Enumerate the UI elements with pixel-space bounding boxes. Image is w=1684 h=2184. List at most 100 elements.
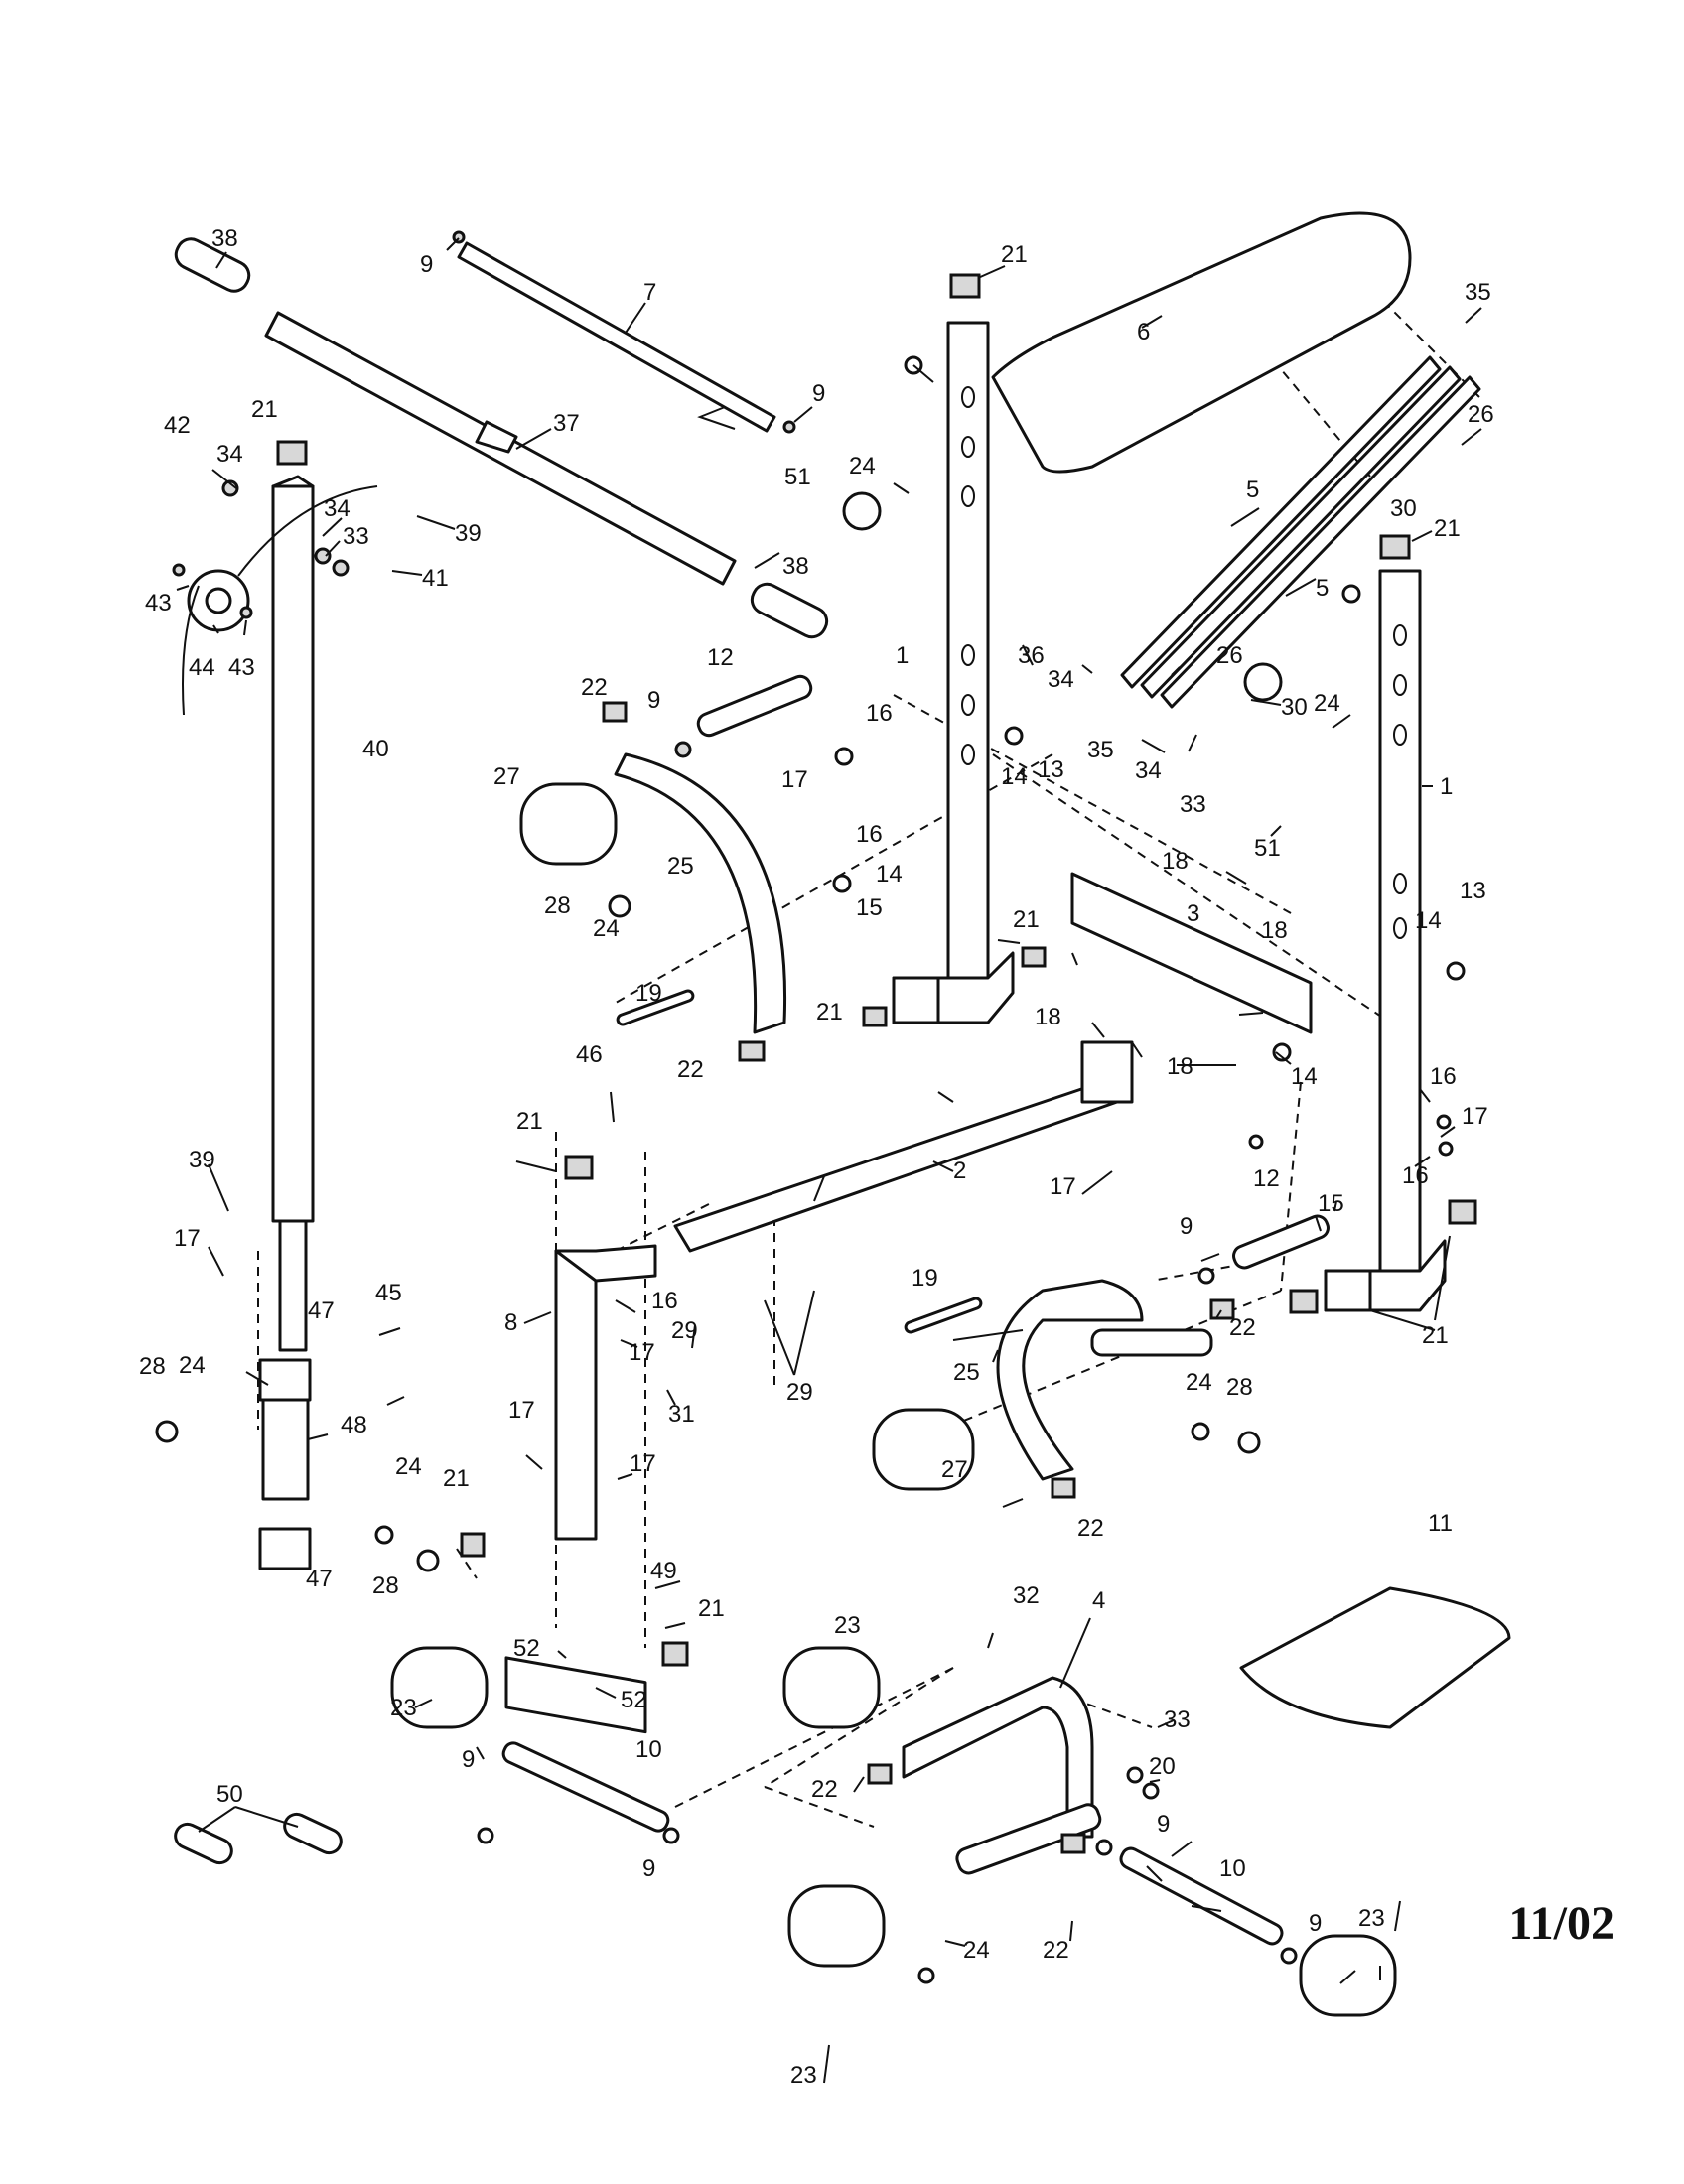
main-column <box>271 475 315 1352</box>
callout-1: 1 <box>896 642 909 669</box>
callout-9: 9 <box>420 251 433 278</box>
callout-11: 11 <box>1428 1510 1453 1537</box>
callout-24: 24 <box>963 1937 990 1964</box>
callout-28: 28 <box>139 1353 166 1380</box>
pad-11 <box>1239 1586 1511 1729</box>
callout-30: 30 <box>1390 495 1417 522</box>
callout-50: 50 <box>216 1781 243 1808</box>
seat-pad <box>991 211 1412 474</box>
callout-34: 34 <box>324 495 351 522</box>
callout-10: 10 <box>635 1736 662 1763</box>
crossbar <box>1070 872 1313 1034</box>
callout-13: 13 <box>1460 878 1486 904</box>
callout-42: 42 <box>164 412 191 439</box>
callout-17: 17 <box>781 766 808 793</box>
callout-9: 9 <box>642 1855 655 1882</box>
roller-23b <box>782 1646 881 1729</box>
callout-49: 49 <box>650 1558 677 1584</box>
callout-40: 40 <box>362 736 389 762</box>
callout-21: 21 <box>516 1108 543 1135</box>
clips <box>174 1812 343 1865</box>
callout-7: 7 <box>643 279 656 306</box>
callout-43: 43 <box>228 654 255 681</box>
callout-38: 38 <box>211 225 238 252</box>
leg-frame <box>902 1676 1102 1875</box>
callout-14: 14 <box>1001 763 1028 790</box>
hardware <box>155 230 1477 1984</box>
callout-21: 21 <box>1001 241 1028 268</box>
callout-51: 51 <box>784 464 811 490</box>
callout-45: 45 <box>375 1280 402 1306</box>
callout-22: 22 <box>1229 1314 1256 1341</box>
callout-29: 29 <box>671 1317 698 1344</box>
callout-16: 16 <box>651 1288 678 1314</box>
roller-27a <box>519 782 618 866</box>
callout-34: 34 <box>1048 666 1074 693</box>
callout-4: 4 <box>1092 1587 1105 1614</box>
callout-24: 24 <box>1186 1369 1212 1396</box>
callout-19: 19 <box>912 1265 938 1292</box>
callout-26: 26 <box>1468 401 1494 428</box>
callout-14: 14 <box>1291 1063 1318 1090</box>
callout-39: 39 <box>455 520 482 547</box>
callout-33: 33 <box>343 523 369 550</box>
callout-28: 28 <box>1226 1374 1253 1401</box>
callout-24: 24 <box>849 453 876 479</box>
callout-27: 27 <box>493 763 520 790</box>
callout-10: 10 <box>1219 1855 1246 1882</box>
callout-35: 35 <box>1465 279 1491 306</box>
callout-12: 12 <box>1253 1165 1280 1192</box>
callout-47: 47 <box>306 1566 333 1592</box>
callout-33: 33 <box>1180 791 1206 818</box>
callout-17: 17 <box>630 1450 656 1477</box>
callout-14: 14 <box>1415 907 1442 934</box>
roller-23d <box>1299 1934 1397 2017</box>
part-7-rod <box>457 241 776 433</box>
callout-37: 37 <box>553 410 580 437</box>
callout-48: 48 <box>341 1412 367 1438</box>
seat-rails <box>1120 355 1481 709</box>
callout-9: 9 <box>1309 1910 1322 1937</box>
callout-9: 9 <box>1157 1811 1170 1838</box>
callout-18: 18 <box>1167 1053 1193 1080</box>
callout-24: 24 <box>593 915 620 942</box>
callout-5: 5 <box>1246 477 1259 503</box>
callout-52: 52 <box>621 1687 647 1713</box>
callout-21: 21 <box>251 396 278 423</box>
lower-bracket <box>258 1358 312 1570</box>
callout-22: 22 <box>1043 1937 1069 1964</box>
callout-labels: 38 9 7 9 21 6 35 26 30 21 5 5 21 37 42 3… <box>139 225 1494 2089</box>
callout-23: 23 <box>834 1612 861 1639</box>
callout-25: 25 <box>667 853 694 880</box>
callout-39: 39 <box>189 1147 215 1173</box>
callout-1: 1 <box>1440 773 1453 800</box>
callout-16: 16 <box>1402 1162 1429 1189</box>
callout-17: 17 <box>1462 1103 1488 1130</box>
callout-13: 13 <box>1038 756 1064 783</box>
callout-33: 33 <box>1164 1706 1191 1733</box>
callout-21: 21 <box>816 999 843 1025</box>
callout-21: 21 <box>1013 906 1040 933</box>
callout-41: 41 <box>422 565 449 592</box>
date-code: 11/02 <box>1508 1897 1614 1950</box>
bar-grip-bottom <box>750 582 829 639</box>
callout-22: 22 <box>581 674 608 701</box>
callout-31: 31 <box>668 1401 695 1428</box>
callout-34: 34 <box>1135 757 1162 784</box>
roller-27b <box>872 1408 975 1491</box>
callout-34: 34 <box>216 441 243 468</box>
callout-9: 9 <box>462 1746 475 1773</box>
front-post <box>504 1244 657 1734</box>
callout-27: 27 <box>941 1456 968 1483</box>
callout-30: 30 <box>1281 694 1308 721</box>
callout-19: 19 <box>635 980 662 1007</box>
callout-18: 18 <box>1261 917 1288 944</box>
callout-28: 28 <box>544 892 571 919</box>
roller-23c <box>787 1884 886 1968</box>
callout-6: 6 <box>1137 319 1150 345</box>
main-frame <box>673 1040 1134 1253</box>
upright-right <box>1324 569 1447 1312</box>
callout-17: 17 <box>1050 1173 1076 1200</box>
callout-12: 12 <box>707 644 734 671</box>
